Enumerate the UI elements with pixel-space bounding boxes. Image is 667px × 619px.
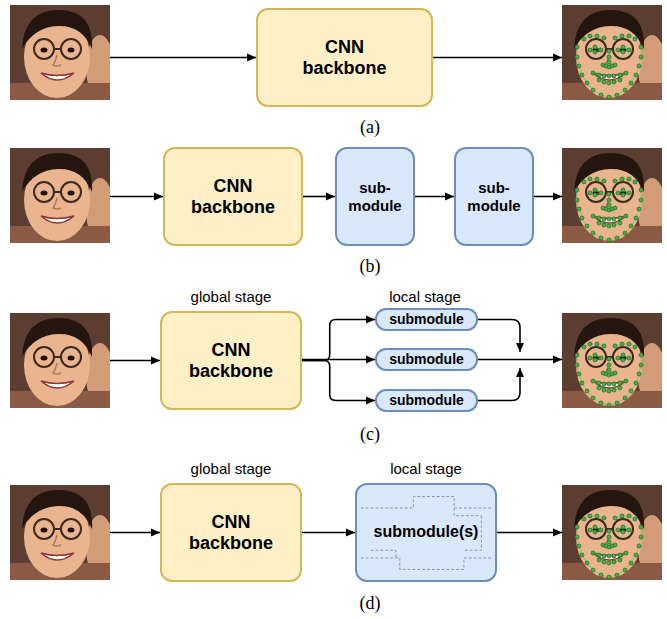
flow-arrow bbox=[110, 360, 160, 362]
box-label: submodule bbox=[389, 311, 464, 327]
connector-arrow bbox=[302, 532, 355, 534]
box-label: CNN backbone bbox=[181, 512, 281, 553]
connector-arrow bbox=[415, 196, 454, 198]
box-label: CNN backbone bbox=[181, 340, 281, 381]
face-photo bbox=[10, 148, 114, 243]
landmark-points bbox=[577, 344, 641, 405]
flow-arrow bbox=[110, 532, 160, 534]
dashed-line bbox=[454, 508, 481, 516]
stage-heading: global stage bbox=[191, 460, 272, 478]
flow-arrow bbox=[110, 57, 256, 59]
backbone-box: CNN backbone bbox=[163, 147, 303, 246]
connector-arrow bbox=[302, 320, 375, 361]
box-label: sub- module bbox=[460, 179, 528, 214]
face-photo-output bbox=[562, 5, 666, 580]
box-label: submodule bbox=[389, 351, 464, 367]
face-photo bbox=[10, 5, 114, 100]
connector-arrow bbox=[302, 361, 375, 401]
face-photo-input bbox=[10, 5, 114, 580]
face-photo bbox=[562, 148, 666, 243]
box-label: CNN backbone bbox=[295, 37, 395, 78]
backbone-box: CNN backbone bbox=[256, 8, 433, 107]
flow-arrows bbox=[110, 58, 562, 533]
flow-arrow bbox=[433, 57, 562, 59]
face-photo bbox=[10, 485, 114, 580]
panel-label: (d) bbox=[360, 593, 381, 613]
dashed-line bbox=[361, 558, 491, 570]
face-photo bbox=[562, 313, 666, 408]
submodule-box: submodule bbox=[375, 389, 478, 412]
flow-arrow bbox=[497, 532, 562, 534]
box-label: sub- module bbox=[341, 179, 409, 214]
stage-heading: local stage bbox=[390, 460, 462, 478]
panel-label: (c) bbox=[360, 424, 380, 444]
panel-label: (b) bbox=[360, 256, 381, 276]
box-label: submodule(s) bbox=[374, 523, 479, 541]
backbone-box: global stageCNN backbone bbox=[160, 311, 302, 410]
flow-arrow bbox=[110, 196, 163, 198]
submodule-box: local stagesubmodule(s) bbox=[355, 483, 497, 582]
backbone-box: global stageCNN backbone bbox=[160, 483, 302, 582]
box-label: submodule bbox=[389, 392, 464, 408]
box-label: CNN backbone bbox=[183, 176, 283, 217]
merge-line bbox=[478, 320, 520, 353]
submodule-box: sub- module bbox=[454, 147, 534, 246]
panel-label: (a) bbox=[360, 117, 380, 137]
landmark-points bbox=[577, 179, 641, 240]
dashed-line bbox=[361, 497, 491, 509]
submodule-box: submodule bbox=[375, 348, 478, 371]
face-photo bbox=[562, 5, 666, 100]
submodule-box: sub- module bbox=[335, 147, 415, 246]
merge-line bbox=[478, 368, 520, 401]
face-photo bbox=[10, 313, 114, 408]
stage-heading: global stage bbox=[191, 288, 272, 306]
submodule-box: submodule bbox=[375, 308, 478, 331]
landmark-points bbox=[577, 36, 641, 97]
dashed-line bbox=[371, 550, 396, 558]
landmark-points bbox=[577, 516, 641, 577]
flow-arrow bbox=[478, 359, 562, 361]
flow-arrow bbox=[534, 196, 562, 198]
stage-label: local stage bbox=[389, 288, 461, 306]
face-photo bbox=[562, 485, 666, 580]
connector-arrow bbox=[303, 196, 335, 198]
